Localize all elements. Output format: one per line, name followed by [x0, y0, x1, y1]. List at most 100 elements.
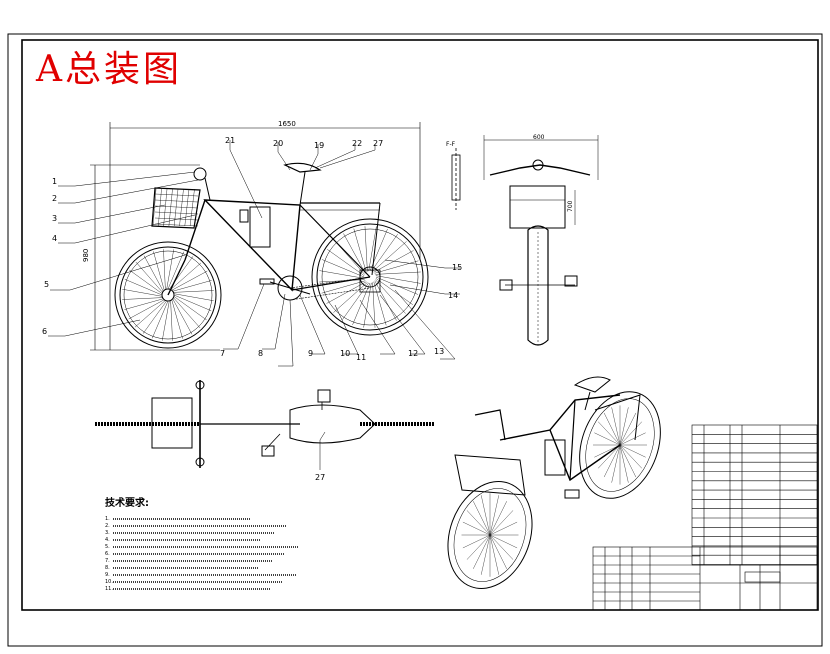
iso-spoke — [489, 510, 514, 536]
iso-spoke — [619, 412, 637, 446]
spoke — [343, 233, 366, 274]
basket-wire — [174, 188, 179, 227]
box-dimension: 700 — [567, 200, 574, 212]
spoke — [172, 298, 193, 335]
spoke — [353, 228, 367, 273]
battery-box — [249, 206, 271, 248]
spoke — [173, 297, 201, 329]
spoke — [375, 278, 413, 305]
iso-spoke — [603, 444, 621, 478]
tech-req-line: 7. — [105, 558, 110, 564]
iso-spoke — [489, 521, 518, 536]
basket-wire — [154, 217, 199, 221]
isometric-bicycle — [447, 376, 661, 589]
pedal-top — [317, 389, 331, 403]
iso-spoke — [619, 444, 637, 478]
basket-wire — [154, 199, 199, 203]
basket-wire — [163, 188, 168, 227]
callout-14: 14 — [448, 291, 458, 300]
spoke — [135, 261, 163, 293]
callout-9: 9 — [308, 349, 313, 358]
chain — [289, 276, 371, 289]
callout-numbers: 1 2 3 4 5 6 7 8 9 10 11 12 13 14 15 19 2… — [42, 136, 462, 362]
spoke — [321, 280, 366, 294]
section-f-f — [451, 148, 461, 210]
spoke — [322, 259, 365, 278]
iso-spoke — [466, 510, 491, 536]
spoke — [373, 281, 387, 326]
technical-requirements: 技术要求: 1.2.3.4.5.6.7.8.9.10.11. — [105, 496, 298, 592]
iso-spoke — [603, 412, 621, 446]
spoke — [122, 289, 163, 297]
overall-dimension-text: 1650 — [278, 120, 296, 128]
spoke — [375, 276, 418, 295]
motor-hub — [359, 269, 381, 293]
callout-1: 1 — [52, 177, 57, 186]
iso-rear-wheel — [579, 391, 661, 499]
basket-wire — [154, 223, 199, 227]
front-wheel — [114, 241, 222, 349]
spoke — [122, 297, 163, 300]
spoke — [167, 251, 184, 290]
iso-spoke — [481, 534, 491, 575]
iso-spoke — [619, 444, 646, 458]
callout-19: 19 — [314, 141, 324, 150]
basket-wire — [154, 211, 199, 215]
spoke — [375, 279, 406, 314]
spoke — [327, 249, 365, 276]
callout-11: 11 — [356, 353, 366, 362]
callout-22: 22 — [352, 139, 362, 148]
callout-5: 5 — [44, 280, 49, 289]
iso-spoke — [489, 534, 507, 569]
spoke — [134, 300, 166, 328]
tech-req-line: 1. — [105, 516, 110, 522]
section-label: F-F — [446, 141, 456, 148]
tech-req-line: 10. — [105, 579, 113, 585]
iso-spoke — [489, 495, 499, 536]
spoke — [364, 226, 368, 272]
spoke — [375, 271, 421, 275]
basket-wire — [179, 188, 184, 227]
iso-spoke — [489, 534, 518, 549]
frame-top — [289, 404, 376, 444]
top-width-dimension: 600 — [533, 134, 545, 141]
iso-spoke — [473, 534, 491, 569]
tech-req-line: 5. — [105, 544, 110, 550]
iso-spoke — [611, 407, 621, 446]
iso-spoke — [594, 432, 621, 446]
spoke — [368, 226, 377, 272]
callout-3: 3 — [52, 214, 57, 223]
callout-4: 4 — [52, 234, 57, 243]
iso-battery — [544, 439, 566, 476]
spoke — [124, 298, 164, 310]
callout-27a: 27 — [373, 139, 383, 148]
spoke — [162, 300, 170, 341]
callout-leaders — [48, 140, 460, 367]
iso-spoke — [489, 501, 507, 536]
saddle — [283, 162, 322, 173]
tech-req-line: 11. — [105, 586, 113, 592]
spoke — [171, 270, 208, 291]
handlebar-front — [489, 164, 591, 176]
iso-spoke — [466, 534, 491, 560]
spoke — [333, 282, 368, 313]
spoke — [374, 280, 397, 321]
iso-frame — [499, 394, 621, 441]
iso-spoke — [598, 421, 621, 446]
spoke — [173, 293, 214, 301]
iso-front-wheel — [447, 481, 533, 589]
spoke — [171, 299, 183, 339]
side-view-bicycle — [114, 162, 429, 349]
basket-wire — [158, 188, 162, 227]
front-basket — [151, 187, 201, 229]
spoke — [170, 262, 202, 290]
tech-req-title: 技术要求: — [105, 496, 149, 509]
spoke — [129, 269, 163, 294]
callout-2: 2 — [52, 194, 57, 203]
spoke — [352, 282, 371, 325]
handlebar-grip — [193, 167, 207, 181]
iso-spoke — [594, 444, 621, 458]
iso-spoke — [473, 501, 491, 536]
front-tire — [527, 225, 549, 346]
